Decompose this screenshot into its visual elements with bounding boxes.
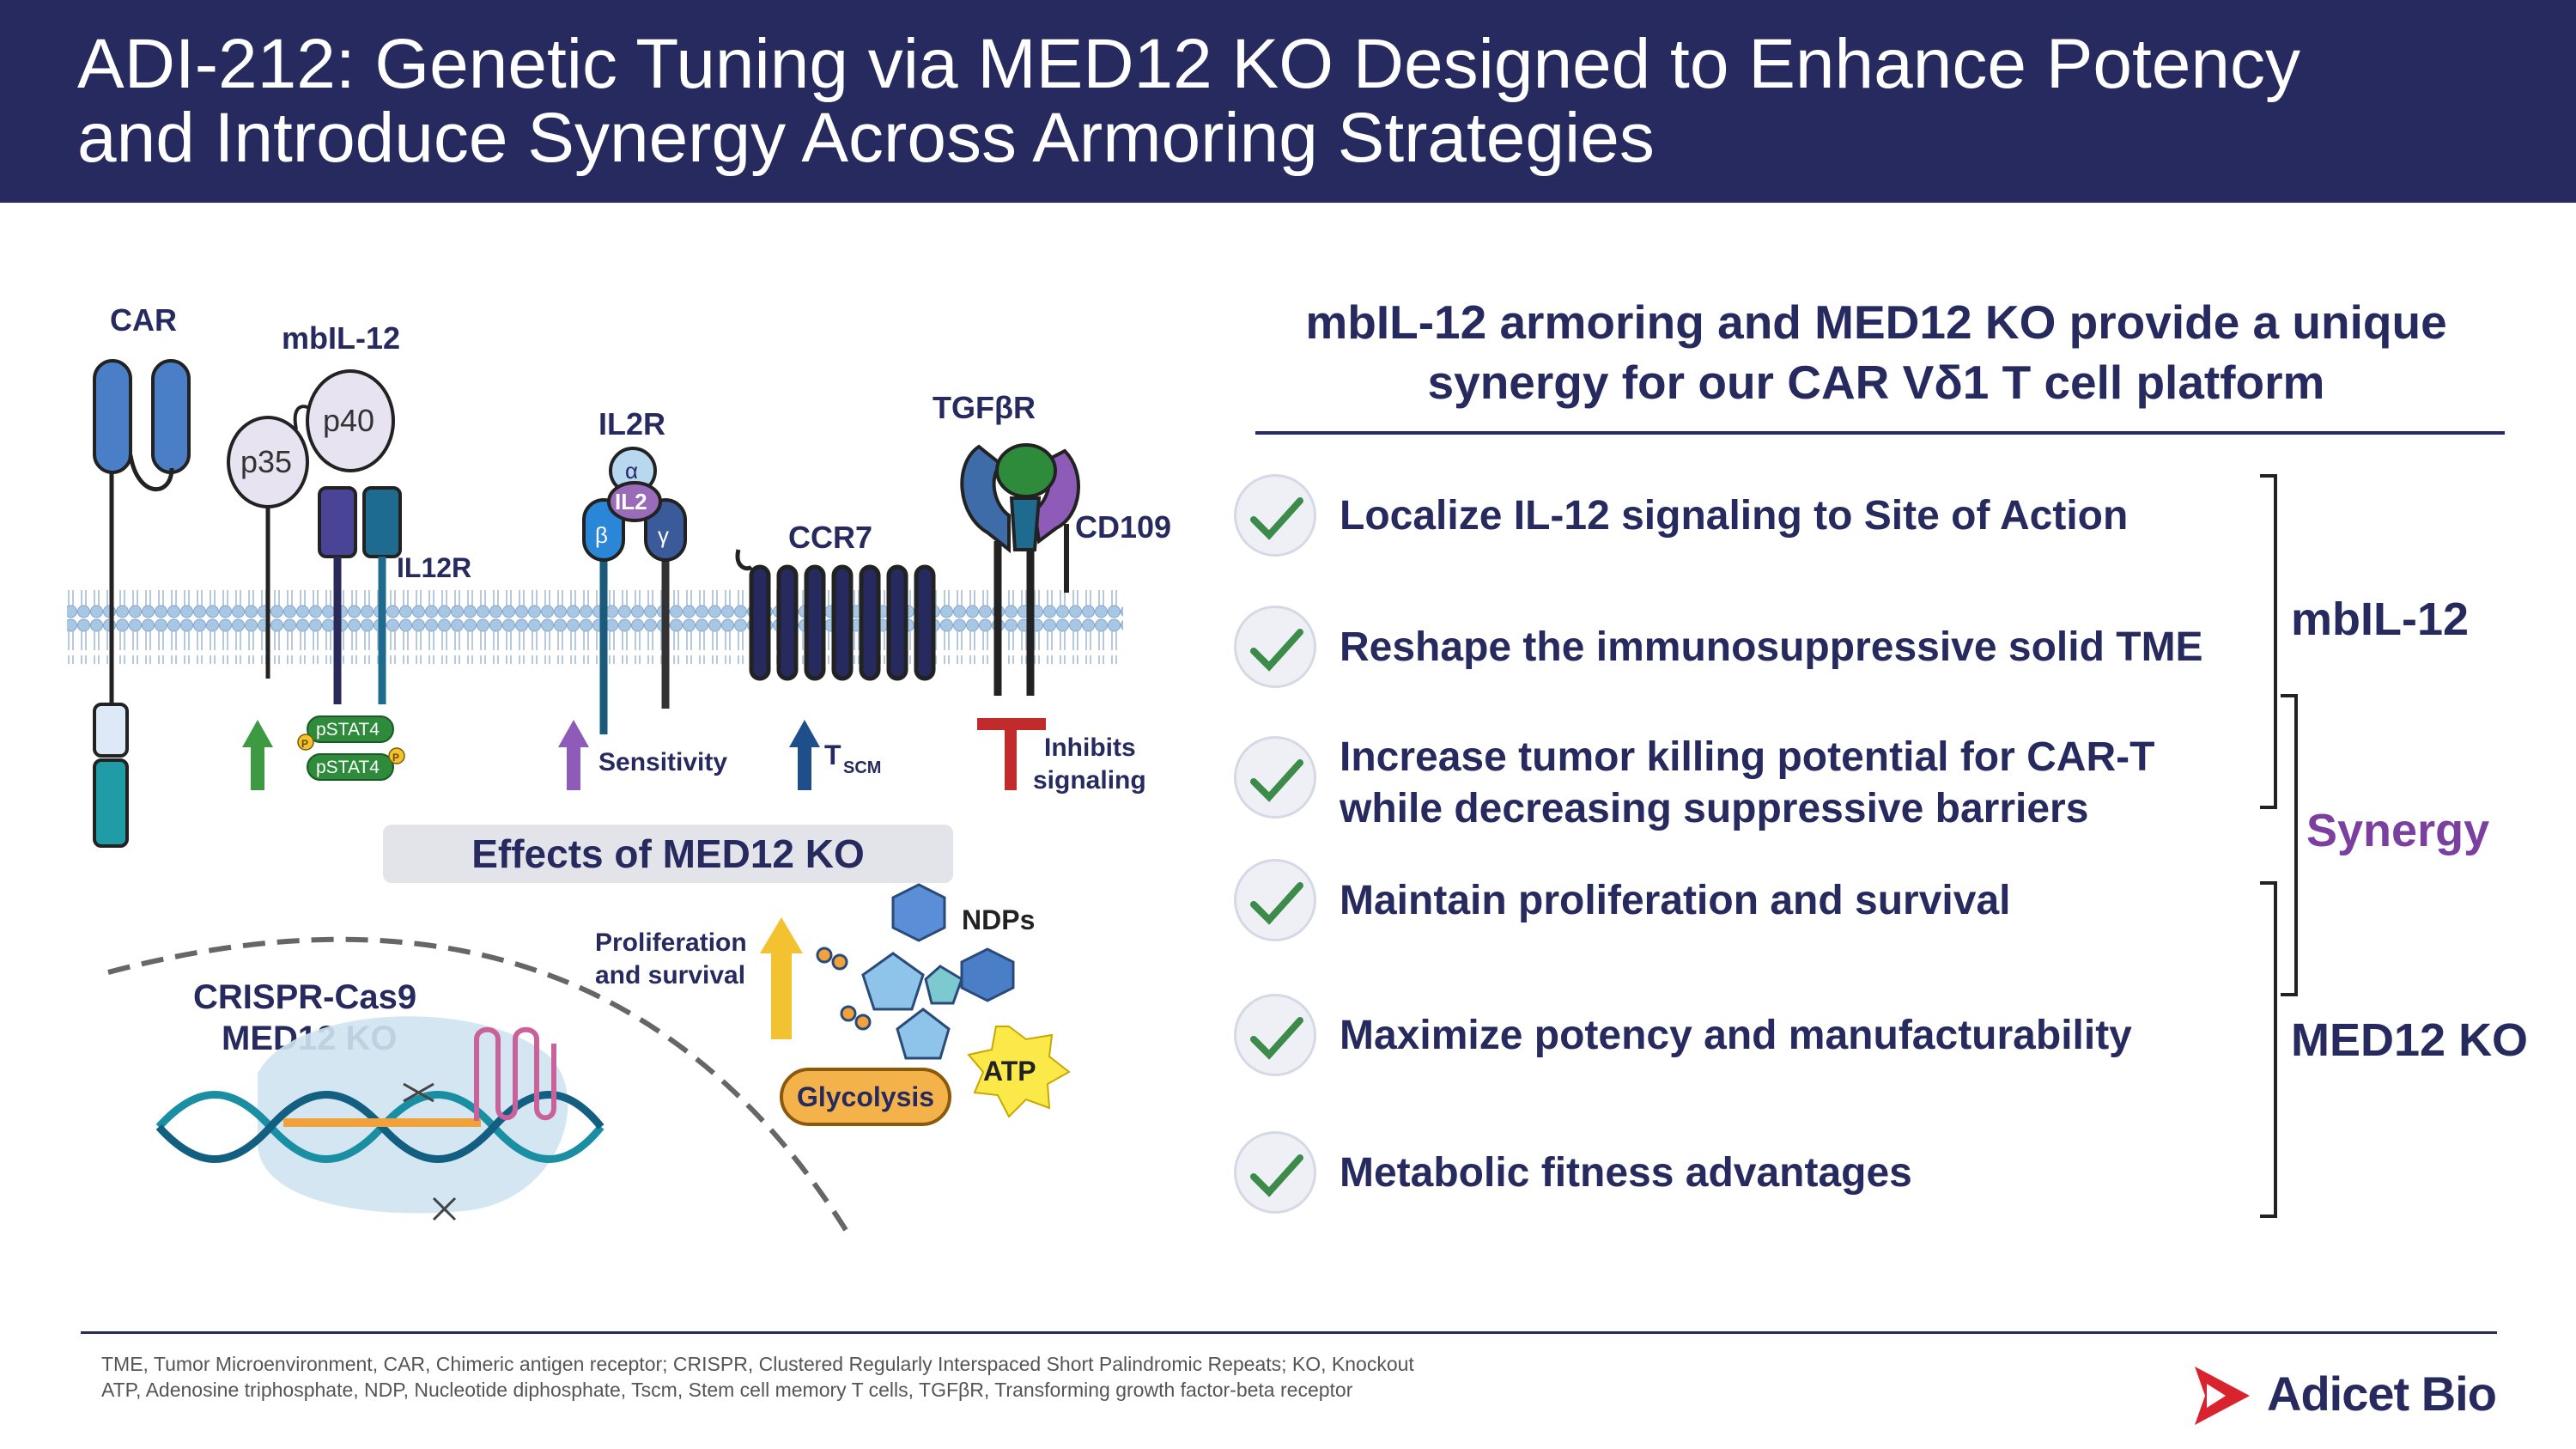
car-receptor: [93, 359, 191, 848]
receptor-diagram: CAR mbIL-12 p40 p35 IL12R pSTAT4 P pSTAT…: [67, 302, 1171, 1232]
benefit-text: Localize IL-12 signaling to Site of Acti…: [1340, 493, 2129, 539]
panel-title-line-2: synergy for our CAR Vδ1 T cell platform: [1427, 356, 2325, 409]
check-icon: [1234, 859, 1316, 941]
benefit-item-3: Increase tumor killing potential for CAR…: [1340, 732, 2154, 835]
mbil12-label: mbIL-12: [282, 320, 400, 356]
pstat4-label-2: pSTAT4: [316, 758, 380, 777]
nucleus-boundary: [107, 936, 848, 1232]
beta-label: β: [595, 522, 608, 548]
panel-divider: [1255, 431, 2505, 435]
sensitivity-label: Sensitivity: [598, 748, 727, 776]
header-banner: ADI-212: Genetic Tuning via MED12 KO Des…: [0, 0, 2576, 203]
title-line-1: ADI-212: Genetic Tuning via MED12 KO Des…: [77, 25, 2301, 103]
bracket-med12: [2260, 881, 2277, 1218]
crispr-cas9-complex: [155, 1016, 605, 1221]
il12r-receptor: [318, 486, 402, 704]
proliferation-label-2: and survival: [595, 961, 745, 989]
cd109-label: CD109: [1075, 509, 1171, 545]
p35-label: p35: [240, 444, 292, 479]
phosphate-label-1: P: [301, 738, 308, 750]
pstat4-badge: [307, 715, 394, 743]
alpha-label: α: [625, 458, 638, 484]
pstat4-label-1: pSTAT4: [316, 720, 380, 740]
crispr-label-1: CRISPR-Cas9: [193, 978, 416, 1016]
bracket-mbil12: [2260, 474, 2277, 809]
glycolysis-label: Glycolysis: [797, 1081, 934, 1112]
benefit-item-4: Maintain proliferation and survival: [1340, 875, 2010, 927]
up-arrow-icon: [558, 720, 589, 790]
panel-title: mbIL-12 armoring and MED12 KO provide a …: [1202, 292, 2550, 412]
ccr7-receptor: [735, 549, 936, 681]
tscm-label: T: [824, 740, 841, 770]
bracket-synergy: [2281, 694, 2298, 996]
cell-membrane: [67, 590, 1123, 664]
ccr7-label: CCR7: [788, 520, 872, 555]
nucleotide-molecules: [816, 883, 1015, 1060]
benefit-text: Reshape the immunosuppressive solid TME: [1340, 624, 2203, 670]
benefit-text: Increase tumor killing potential for CAR…: [1340, 734, 2155, 780]
il2r-label: IL2R: [598, 406, 665, 441]
inhibits-label-2: signaling: [1033, 766, 1146, 795]
check-icon: [1234, 736, 1316, 819]
effects-title: Effects of MED12 KO: [471, 831, 865, 876]
group-label-synergy: Synergy: [2306, 805, 2490, 856]
benefit-item-6: Metabolic fitness advantages: [1340, 1148, 1912, 1199]
p40-label: p40: [323, 403, 374, 438]
car-label: CAR: [110, 302, 177, 338]
proliferation-label-1: Proliferation: [595, 928, 747, 957]
check-icon: [1234, 1131, 1316, 1214]
benefit-text: Maximize potency and manufacturability: [1340, 1013, 2132, 1058]
footnote-line-2: ATP, Adenosine triphosphate, NDP, Nucleo…: [101, 1379, 1353, 1401]
ndps-label: NDPs: [962, 904, 1035, 935]
up-arrow-icon: [760, 917, 803, 1039]
il2r-receptor: α IL2 β γ: [582, 447, 687, 734]
footnote-line-1: TME, Tumor Microenvironment, CAR, Chimer…: [101, 1353, 1414, 1375]
up-arrow-icon: [242, 720, 273, 790]
up-arrow-icon: [789, 720, 820, 790]
check-icon: [1234, 606, 1316, 688]
il2-label: IL2: [615, 489, 647, 514]
phosphate-label-2: P: [392, 752, 399, 764]
inhibits-label-1: Inhibits: [1044, 734, 1136, 762]
footer-divider: [81, 1331, 2497, 1334]
company-logo-text: Adicet Bio: [2267, 1367, 2497, 1421]
page-title: ADI-212: Genetic Tuning via MED12 KO Des…: [77, 27, 2533, 175]
il12r-label: IL12R: [397, 552, 471, 583]
benefit-text: Metabolic fitness advantages: [1340, 1150, 1912, 1196]
title-line-2: and Introduce Synergy Across Armoring St…: [77, 99, 1655, 177]
group-label-med12: MED12 KO: [2291, 1014, 2529, 1066]
benefit-item-5: Maximize potency and manufacturability: [1340, 1010, 2132, 1062]
gamma-label: γ: [658, 522, 669, 548]
tgfbr-receptor: [960, 443, 1080, 696]
tscm-subscript: SCM: [843, 758, 881, 777]
benefit-item-1: Localize IL-12 signaling to Site of Acti…: [1340, 490, 2128, 542]
inhibit-icon: [977, 718, 1046, 790]
benefit-text: Maintain proliferation and survival: [1340, 878, 2011, 923]
check-icon: [1234, 474, 1316, 557]
adicet-logo-icon: [2195, 1367, 2250, 1425]
mbil12-complex: p40 p35: [227, 369, 395, 679]
tgfbr-label: TGFβR: [933, 390, 1036, 425]
check-icon: [1234, 994, 1316, 1076]
glycolysis-badge: [780, 1068, 951, 1126]
benefit-text: while decreasing suppressive barriers: [1340, 786, 2089, 831]
pstat4-badge: [307, 753, 394, 781]
group-label-mbil12: mbIL-12: [2291, 594, 2470, 645]
benefit-item-2: Reshape the immunosuppressive solid TME: [1340, 622, 2203, 673]
phosphate-icon: [388, 747, 405, 764]
phosphate-icon: [297, 734, 314, 751]
panel-title-line-1: mbIL-12 armoring and MED12 KO provide a …: [1305, 295, 2447, 349]
effects-banner: [383, 825, 953, 883]
atp-burst-icon: [967, 1026, 1071, 1118]
atp-label: ATP: [983, 1056, 1036, 1087]
